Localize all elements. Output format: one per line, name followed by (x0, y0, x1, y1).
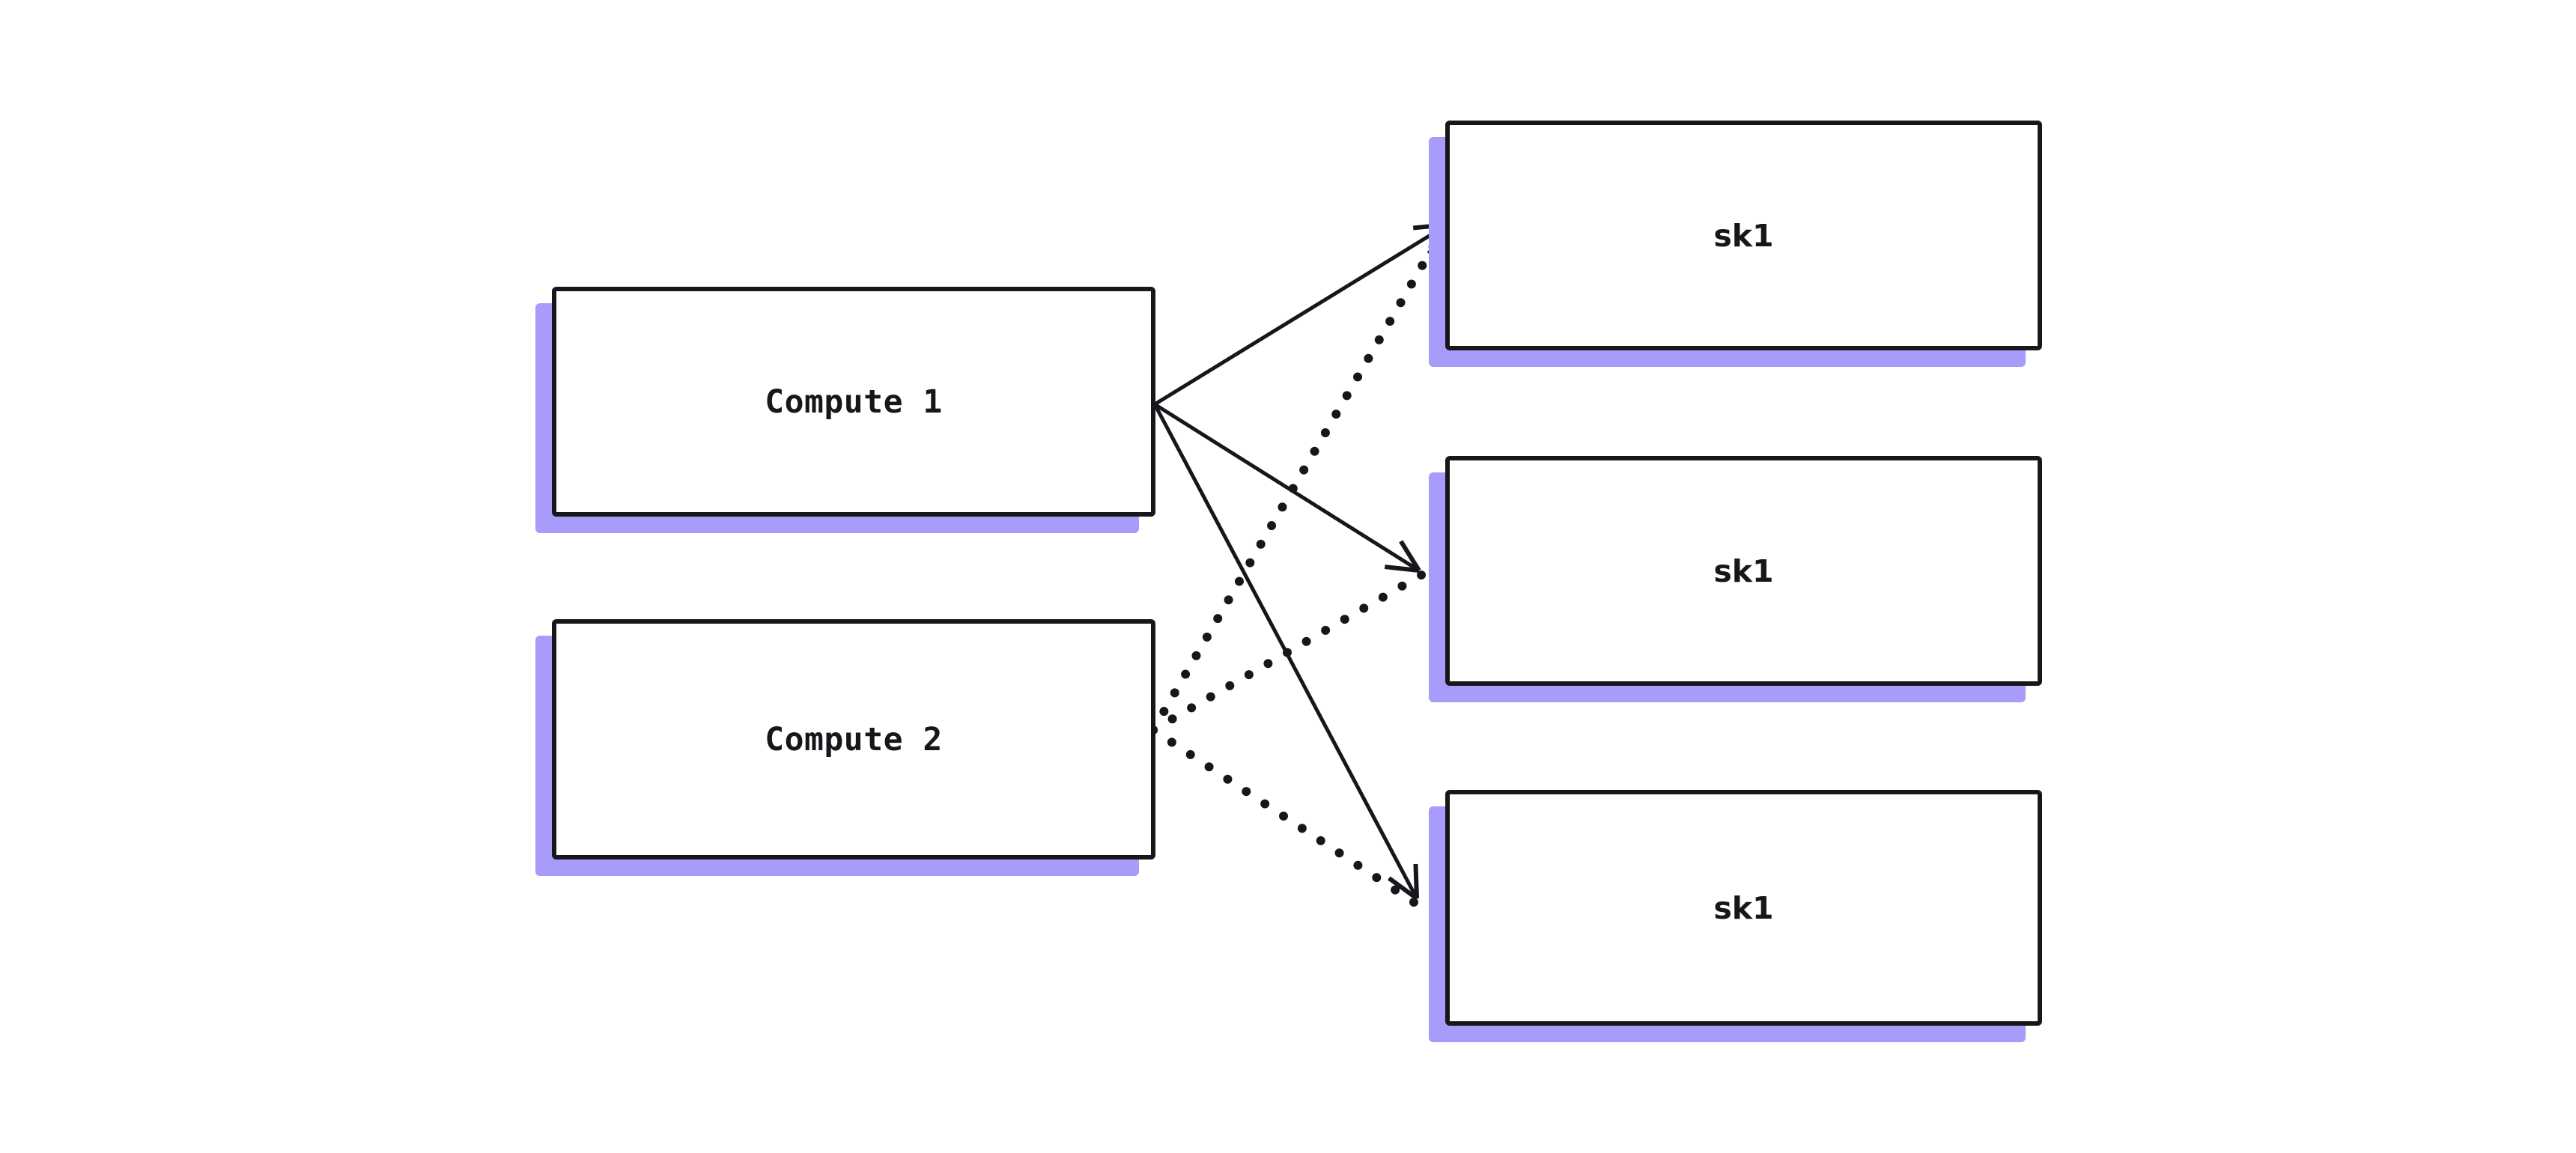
edge-c1-sk1-2 (1153, 402, 1421, 573)
node-label-sk1-1: sk1 (1713, 217, 1774, 254)
node-sk1-3[interactable]: sk1 (1445, 790, 2042, 1026)
node-label-sk1-3: sk1 (1713, 889, 1774, 926)
edge-c1-sk1-1 (1153, 222, 1450, 407)
node-label-compute-2: Compute 2 (765, 720, 943, 758)
edge-c2-sk1-3 (1149, 725, 1418, 907)
edge-c2-sk1-2 (1149, 571, 1426, 734)
node-compute-2[interactable]: Compute 2 (552, 619, 1155, 860)
node-label-sk1-2: sk1 (1713, 553, 1774, 589)
node-label-compute-1: Compute 1 (765, 383, 943, 421)
node-compute-1[interactable]: Compute 1 (552, 287, 1155, 517)
node-sk1-2[interactable]: sk1 (1445, 456, 2042, 686)
node-sk1-1[interactable]: sk1 (1445, 121, 2042, 350)
